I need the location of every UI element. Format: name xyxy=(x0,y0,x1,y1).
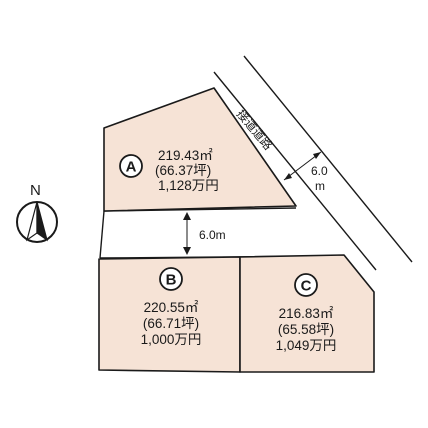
north-arrow-icon xyxy=(16,201,58,243)
inner-road-edge-west xyxy=(99,210,105,259)
road-edge-east xyxy=(243,55,413,263)
inner-road-arrow-top xyxy=(183,212,191,220)
plot-c-tsubo: (65.58坪) xyxy=(278,322,334,337)
plot-c-price: 1,049万円 xyxy=(276,338,337,353)
plot-a-tsubo: (66.37坪) xyxy=(155,163,211,178)
plot-b-tsubo: (66.71坪) xyxy=(143,316,199,331)
plot-a-area: 219.43㎡ xyxy=(158,148,213,163)
plot-c[interactable] xyxy=(239,254,375,373)
plot-c-area: 216.83㎡ xyxy=(279,306,334,321)
road-width-value: 6.0 xyxy=(311,164,328,178)
plot-c-letter: C xyxy=(301,278,312,295)
road-width-arrow-start xyxy=(284,173,292,180)
plot-a-letter: A xyxy=(126,159,137,176)
road-width-unit: m xyxy=(315,179,325,193)
road-edge-west xyxy=(213,71,377,271)
plot-b-price: 1,000万円 xyxy=(141,332,202,347)
plot-b-letter: B xyxy=(166,272,177,289)
north-label: N xyxy=(30,182,41,199)
plot-a-price: 1,128万円 xyxy=(158,178,219,193)
plot-a-badge: A xyxy=(119,154,143,178)
plot-c-badge: C xyxy=(294,273,318,297)
plot-a[interactable] xyxy=(103,87,297,212)
plot-b-badge: B xyxy=(159,267,183,291)
inner-road-width: 6.0m xyxy=(199,228,226,242)
plot-b-area: 220.55㎡ xyxy=(144,300,199,315)
road-width-arrow-end xyxy=(313,152,321,159)
inner-road-arrow-bottom xyxy=(183,247,191,255)
